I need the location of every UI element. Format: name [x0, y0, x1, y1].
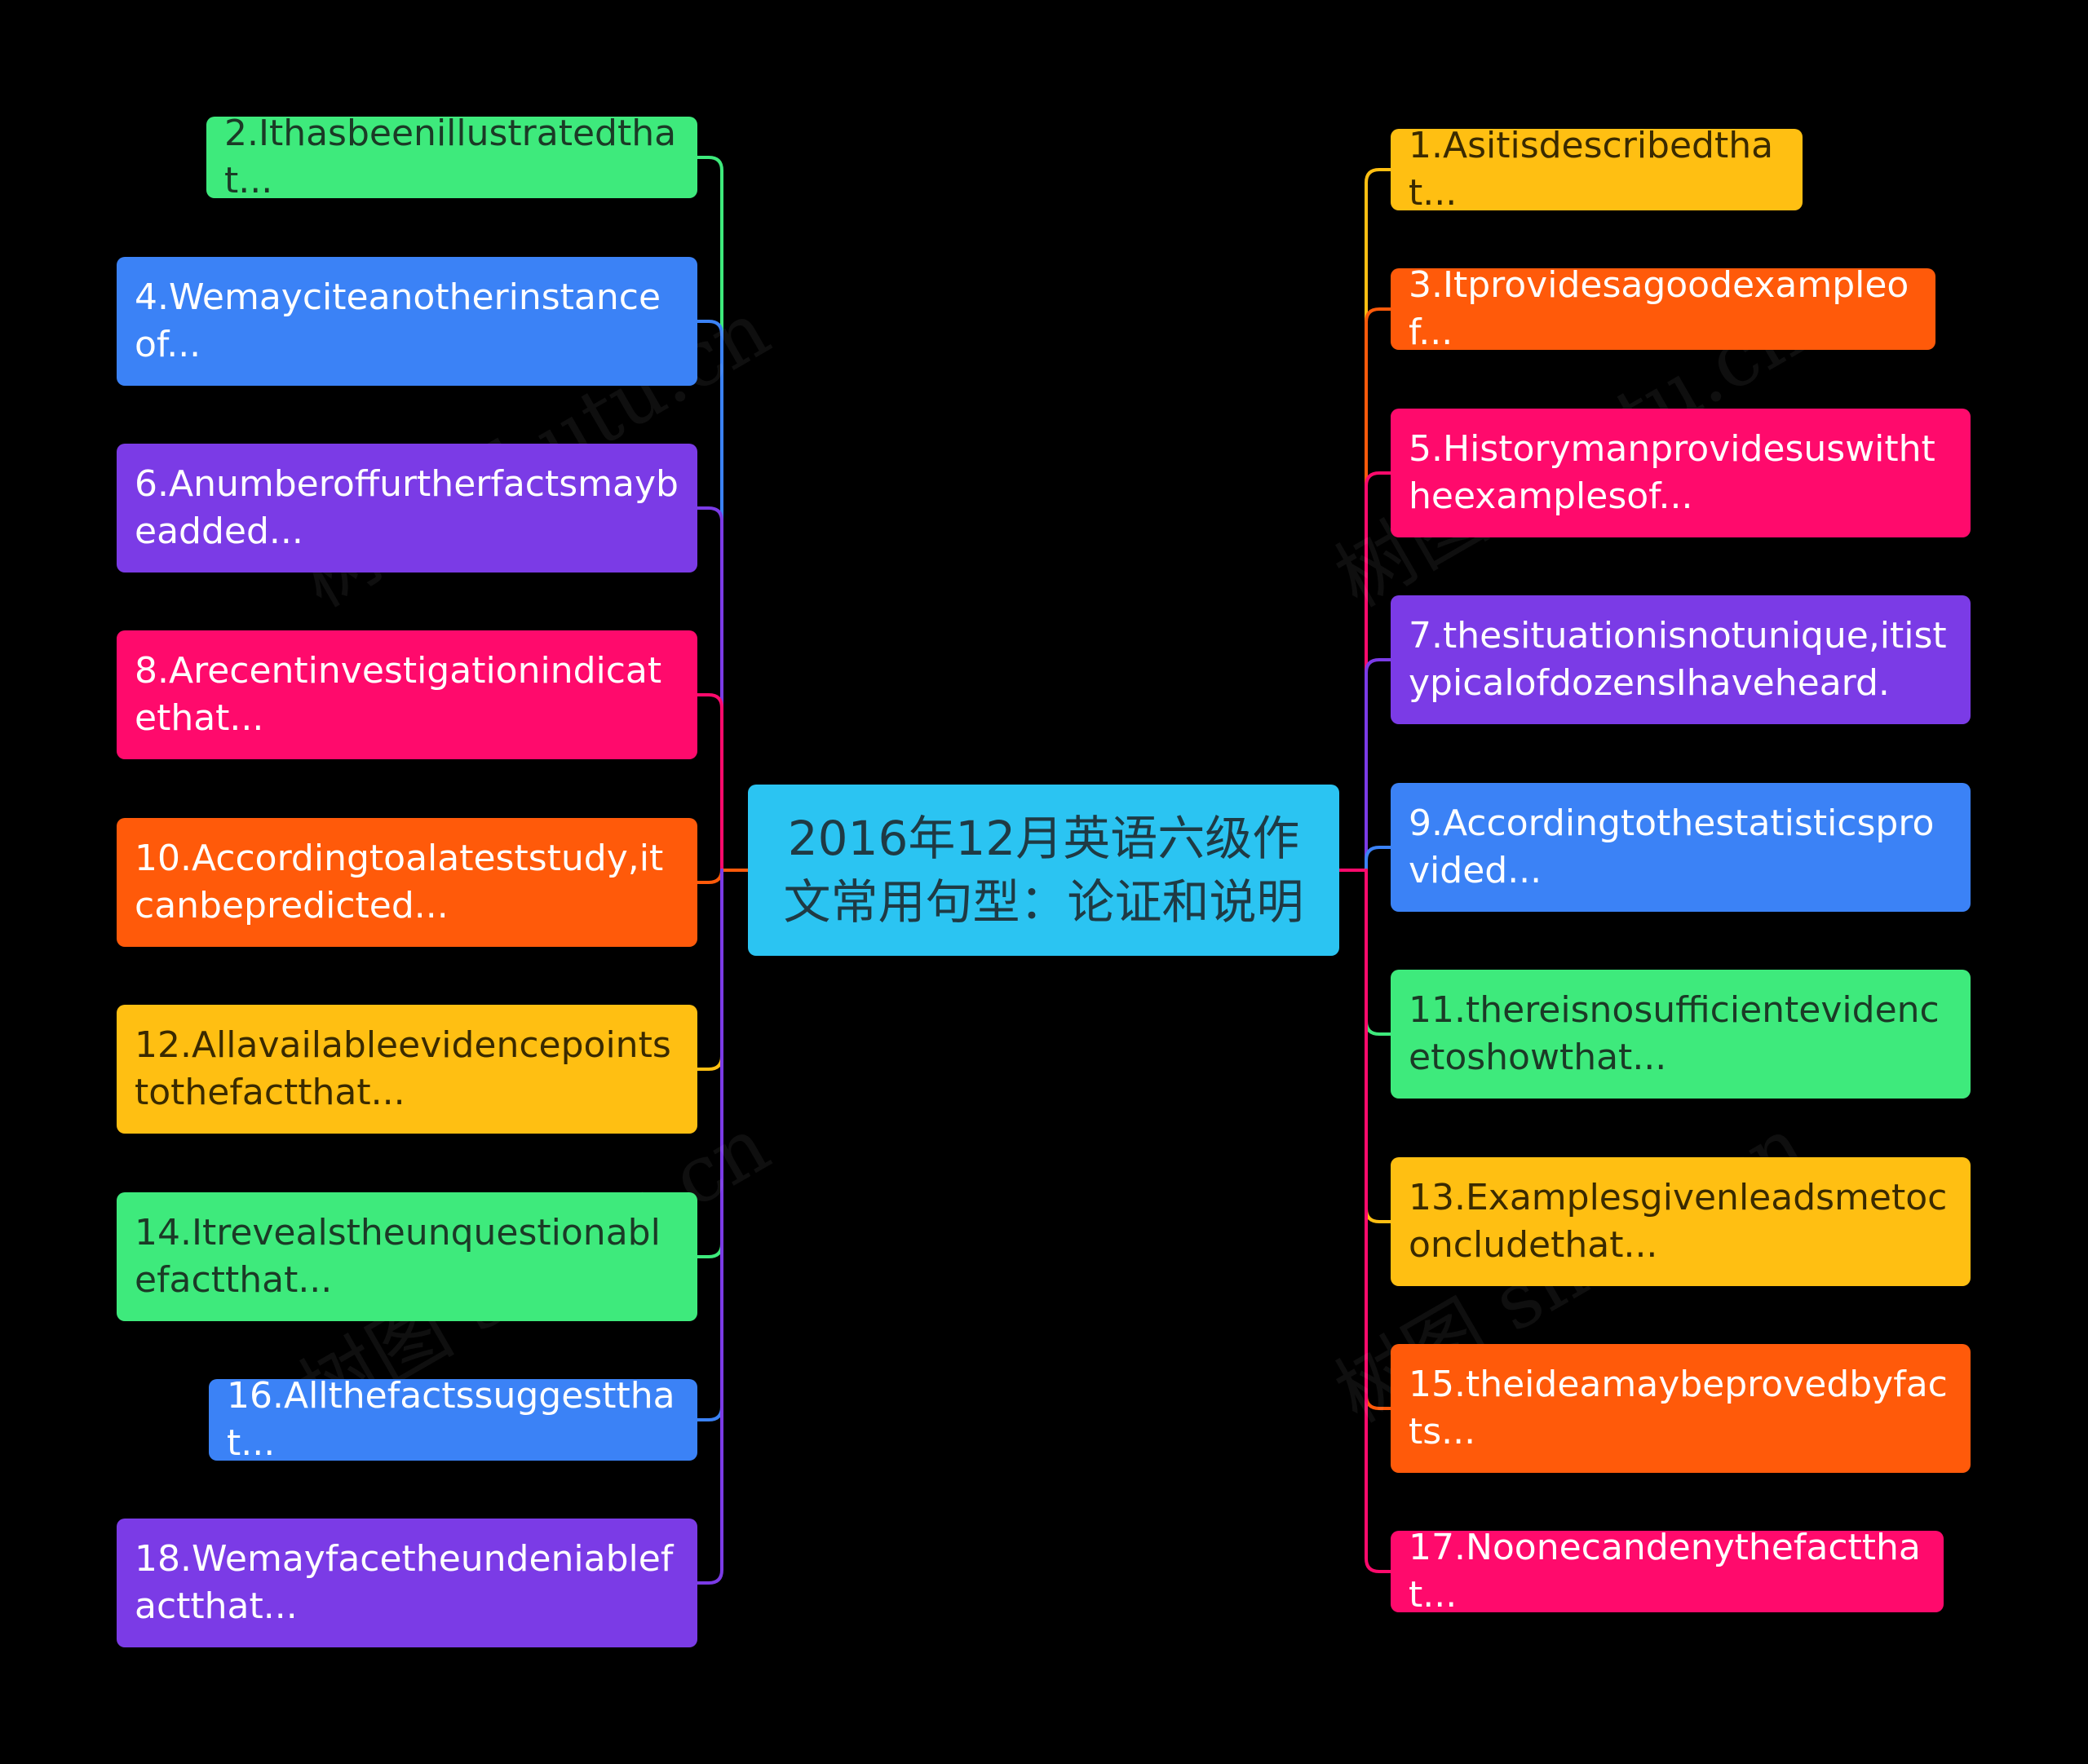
topic-label: 2.Ithasbeenillustratedthat...	[224, 117, 677, 198]
topic-label: 17.Noonecandenythefactthat...	[1409, 1531, 1921, 1612]
topic-label: 9.Accordingtothestatisticsprovided...	[1409, 802, 1935, 891]
branch-connector	[696, 869, 723, 1585]
topic-node-right-2[interactable]: 5.Historymanprovidesuswiththeexamplesof.…	[1391, 409, 1971, 537]
branch-connector	[1365, 168, 1392, 872]
topic-label: 11.thereisnosufficientevidencetoshowthat…	[1409, 989, 1940, 1078]
topic-node-right-0[interactable]: 1.Asitisdescribedthat...	[1391, 129, 1803, 210]
branch-connector	[696, 869, 723, 1258]
topic-node-left-7[interactable]: 16.Allthefactssuggestthat...	[209, 1379, 697, 1461]
topic-node-left-4[interactable]: 10.Accordingtoalateststudy,itcanbepredic…	[117, 818, 697, 947]
branch-connector	[1365, 307, 1392, 872]
topic-label: 16.Allthefactssuggestthat...	[227, 1379, 675, 1461]
root-topic-label: 2016年12月英语六级作文常用句型：论证和说明	[783, 811, 1304, 930]
topic-label: 13.Examplesgivenleadsmetoconcludethat...	[1409, 1177, 1948, 1266]
branch-connector	[696, 869, 723, 884]
branch-connector	[696, 693, 723, 872]
root-topic[interactable]: 2016年12月英语六级作文常用句型：论证和说明	[748, 785, 1339, 956]
topic-node-left-0[interactable]: 2.Ithasbeenillustratedthat...	[206, 117, 697, 198]
topic-node-right-4[interactable]: 9.Accordingtothestatisticsprovided...	[1391, 783, 1971, 912]
branch-connector	[696, 320, 723, 872]
branch-connector	[696, 506, 723, 872]
branch-connector	[1365, 471, 1392, 872]
topic-label: 4.Wemayciteanotherinstanceof...	[135, 276, 661, 365]
topic-node-left-1[interactable]: 4.Wemayciteanotherinstanceof...	[117, 257, 697, 386]
branch-connector	[696, 869, 723, 1421]
topic-label: 6.Anumberoffurtherfactsmaybeadded...	[135, 463, 679, 552]
topic-label: 18.Wemayfacetheundeniablefactthat...	[135, 1538, 674, 1627]
topic-node-right-7[interactable]: 15.theideamaybeprovedbyfacts...	[1391, 1344, 1971, 1473]
topic-label: 15.theideamaybeprovedbyfacts...	[1409, 1364, 1948, 1452]
branch-connector	[1365, 658, 1392, 872]
topic-label: 3.Itprovidesagoodexampleof...	[1409, 268, 1909, 350]
topic-node-right-8[interactable]: 17.Noonecandenythefactthat...	[1391, 1531, 1944, 1612]
branch-connector	[1365, 869, 1392, 1573]
topic-label: 1.Asitisdescribedthat...	[1409, 129, 1774, 210]
topic-node-left-2[interactable]: 6.Anumberoffurtherfactsmaybeadded...	[117, 444, 697, 573]
topic-node-left-6[interactable]: 14.Itrevealstheunquestionablefactthat...	[117, 1192, 697, 1321]
topic-label: 12.Allavailableevidencepointstothefactth…	[135, 1024, 671, 1113]
topic-node-right-1[interactable]: 3.Itprovidesagoodexampleof...	[1391, 268, 1935, 350]
branch-connector	[1365, 846, 1392, 872]
topic-label: 14.Itrevealstheunquestionablefactthat...	[135, 1212, 661, 1301]
topic-label: 5.Historymanprovidesuswiththeexamplesof.…	[1409, 428, 1935, 517]
branch-connector	[696, 869, 723, 1071]
branch-connector	[1365, 869, 1392, 1036]
branch-connector	[1365, 869, 1392, 1223]
branch-connector	[696, 156, 723, 872]
topic-node-right-6[interactable]: 13.Examplesgivenleadsmetoconcludethat...	[1391, 1157, 1971, 1286]
topic-node-left-3[interactable]: 8.Arecentinvestigationindicatethat...	[117, 630, 697, 759]
topic-label: 8.Arecentinvestigationindicatethat...	[135, 650, 662, 739]
topic-node-right-3[interactable]: 7.thesituationisnotunique,itistypicalofd…	[1391, 595, 1971, 724]
topic-node-left-8[interactable]: 18.Wemayfacetheundeniablefactthat...	[117, 1519, 697, 1647]
topic-node-right-5[interactable]: 11.thereisnosufficientevidencetoshowthat…	[1391, 970, 1971, 1099]
topic-node-left-5[interactable]: 12.Allavailableevidencepointstothefactth…	[117, 1005, 697, 1134]
topic-label: 7.thesituationisnotunique,itistypicalofd…	[1409, 615, 1947, 704]
topic-label: 10.Accordingtoalateststudy,itcanbepredic…	[135, 838, 664, 926]
branch-connector	[1365, 869, 1392, 1410]
